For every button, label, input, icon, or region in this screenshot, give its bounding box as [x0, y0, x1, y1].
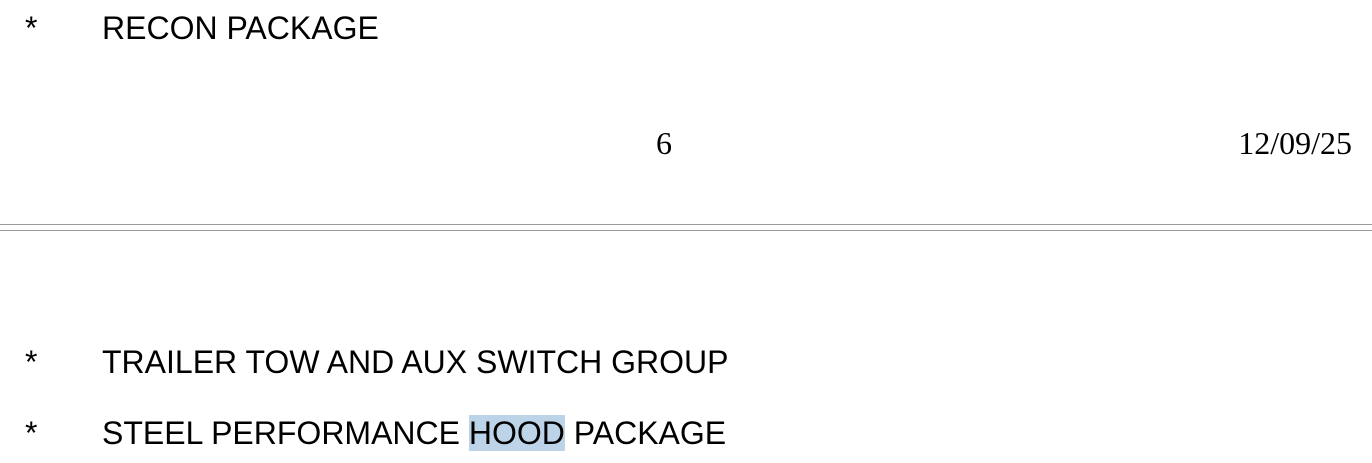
bullet: * — [25, 344, 38, 380]
page-number: 6 — [656, 125, 672, 161]
list-item-text[interactable]: TRAILER TOW AND AUX SWITCH GROUP — [102, 344, 729, 380]
bullet: * — [25, 415, 38, 451]
list-item-text[interactable]: STEEL PERFORMANCE HOOD PACKAGE — [102, 415, 727, 451]
list-item-text[interactable]: RECON PACKAGE — [102, 10, 379, 46]
text-after-highlight: PACKAGE — [564, 415, 727, 451]
bullet: * — [25, 10, 38, 46]
text-before-highlight: STEEL PERFORMANCE — [102, 415, 469, 451]
selected-text-highlight[interactable]: HOOD — [468, 415, 565, 451]
page-break-line-bottom — [0, 230, 1372, 231]
page-break-line-top — [0, 224, 1372, 225]
footer-date: 12/09/25 — [1238, 125, 1352, 161]
